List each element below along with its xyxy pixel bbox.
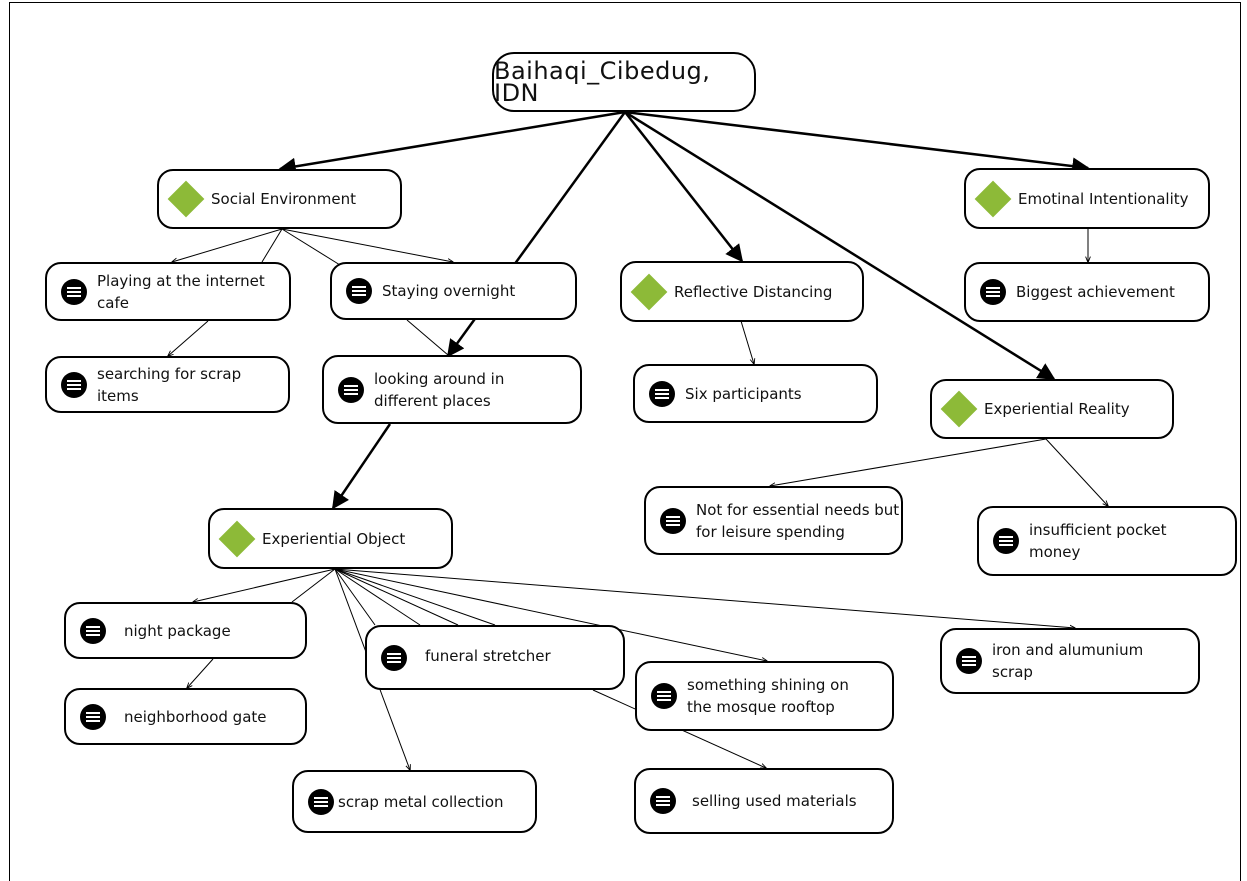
edge-object-night [193, 568, 336, 602]
node-label: funeral stretcher [425, 647, 551, 665]
node-experiential-reality[interactable]: Experiential Reality [930, 379, 1174, 439]
edge-night-gate [187, 658, 214, 688]
note-icon [80, 617, 106, 644]
edge-social-left [261, 228, 283, 263]
node-label: Six participants [685, 384, 802, 403]
node-label: scrap metal collection [338, 792, 504, 811]
diamond-icon [630, 273, 668, 310]
node-playing-internet-cafe[interactable]: Playing at the internet cafe [45, 262, 291, 321]
node-funeral-stretcher[interactable]: funeral stretcher [365, 625, 625, 690]
edge-root-reality [624, 110, 1056, 381]
node-label: insufficient pocket money [1029, 521, 1167, 561]
note-icon [308, 788, 334, 815]
node-label: Social Environment [211, 190, 357, 208]
node-experiential-object[interactable]: Experiential Object [208, 508, 453, 569]
note-icon [651, 683, 677, 709]
edge-playing-searching [168, 320, 209, 356]
node-label: iron and alumunium scrap [992, 641, 1144, 681]
edge-looking-object [331, 423, 392, 510]
edge-reflective-six [740, 320, 754, 364]
edge-object-iron [334, 568, 1075, 628]
edge-root-emotional [624, 110, 1090, 175]
node-reflective-distancing[interactable]: Reflective Distancing [620, 261, 864, 322]
edge-object-funeral3 [334, 568, 459, 626]
note-icon [660, 507, 686, 534]
node-looking-around[interactable]: looking around in different places [322, 355, 582, 424]
edge-root-reflective [624, 111, 744, 263]
node-label: something shining on the mosque rooftop [687, 676, 849, 716]
note-icon [338, 376, 364, 403]
note-icon [381, 645, 407, 671]
note-icon [61, 278, 87, 305]
edge-object-shining [334, 568, 767, 661]
node-searching-scrap[interactable]: searching for scrap items [45, 356, 290, 413]
node-social-environment[interactable]: Social Environment [157, 169, 402, 229]
node-label: Playing at the internet cafe [97, 271, 265, 312]
root-label: Baihaqi_Cibedug, IDN [494, 57, 711, 107]
node-label: Staying overnight [382, 282, 516, 300]
node-biggest-achievement[interactable]: Biggest achievement [964, 262, 1210, 322]
edge-root-social [278, 110, 626, 176]
diamond-icon [940, 390, 978, 428]
node-label: Reflective Distancing [674, 282, 833, 301]
node-something-shining[interactable]: something shining on the mosque rooftop [635, 661, 894, 731]
node-scrap-metal[interactable]: scrap metal collection [292, 770, 537, 833]
edge-staying-looking [406, 319, 449, 356]
diamond-icon [974, 180, 1012, 217]
edge-social-staying [281, 228, 453, 262]
note-icon [346, 278, 372, 304]
edge-social-right [281, 228, 341, 266]
diamond-icon [167, 180, 205, 218]
edge-object-left [291, 568, 336, 603]
note-icon [80, 703, 106, 730]
node-label: searching for scrap items [97, 364, 242, 405]
node-label: Emotinal Intentionality [1018, 189, 1189, 208]
node-night-package[interactable]: night package [64, 602, 307, 659]
node-label: Not for essential needs but for leisure … [696, 500, 900, 541]
edge-object-funeral4 [334, 568, 496, 626]
edge-object-funeral2 [334, 568, 421, 626]
note-icon [980, 279, 1006, 305]
note-icon [956, 648, 982, 674]
node-label: selling used materials [692, 792, 857, 810]
edge-reality-not [770, 438, 1047, 486]
note-icon [650, 788, 676, 814]
node-staying-overnight[interactable]: Staying overnight [330, 262, 577, 320]
note-icon [993, 528, 1019, 554]
node-neighborhood-gate[interactable]: neighborhood gate [64, 688, 307, 745]
edge-social-playing [172, 228, 283, 262]
node-not-essential-needs[interactable]: Not for essential needs but for leisure … [644, 486, 903, 555]
node-six-participants[interactable]: Six participants [633, 364, 878, 423]
edge-reality-insufficient [1045, 438, 1108, 506]
diamond-icon [218, 520, 256, 557]
node-label: Experiential Reality [984, 400, 1130, 418]
node-emotional-intentionality[interactable]: Emotinal Intentionality [964, 168, 1210, 229]
note-icon [649, 380, 675, 407]
node-label: neighborhood gate [124, 707, 267, 726]
node-iron-aluminium[interactable]: iron and alumunium scrap [940, 628, 1200, 694]
node-insufficient-money[interactable]: insufficient pocket money [977, 506, 1237, 576]
diagram-frame [9, 2, 1241, 881]
node-label: Biggest achievement [1016, 283, 1175, 301]
node-label: Experiential Object [262, 529, 406, 548]
node-selling-used[interactable]: selling used materials [634, 768, 894, 834]
node-label: night package [124, 621, 231, 640]
note-icon [61, 371, 87, 398]
edge-object-funeral1 [334, 568, 376, 626]
root-node[interactable]: Baihaqi_Cibedug, IDN [492, 52, 756, 112]
node-label: looking around in different places [374, 369, 505, 410]
